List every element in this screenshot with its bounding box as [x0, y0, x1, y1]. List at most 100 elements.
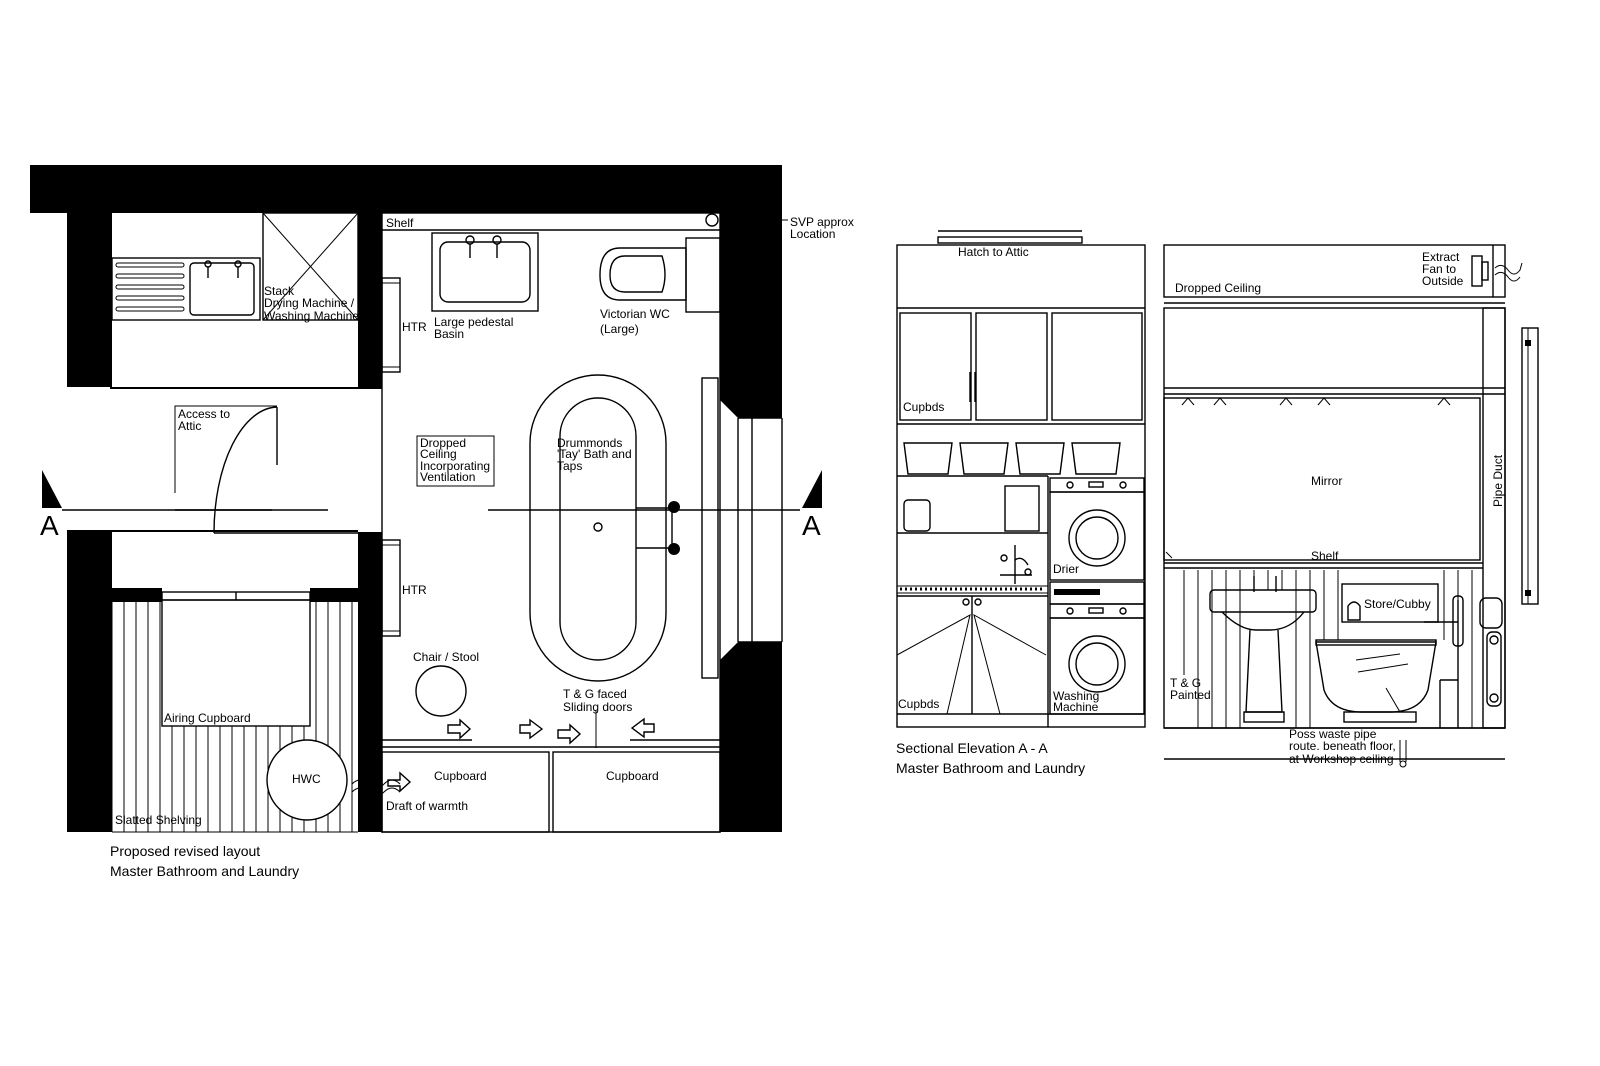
bath-plug: [593, 522, 603, 532]
warmth-wave-icon: [351, 779, 401, 789]
mirror-clip: [1165, 551, 1173, 559]
sliding-doors-label: T & G faced: [563, 687, 627, 701]
attic-hatch: [937, 236, 1083, 244]
elevation-caption: Sectional Elevation A - A: [896, 740, 1048, 756]
section-marker-right-icon: [802, 470, 822, 508]
basin-label: Basin: [434, 327, 464, 341]
cupboard-right: [552, 751, 721, 833]
extract-fan-icon: [1471, 255, 1483, 287]
stack-label: Drying Machine /: [264, 296, 355, 310]
airing-wall-left: [110, 588, 162, 602]
bath-panel: [701, 377, 719, 679]
mirror-label: Mirror: [1311, 474, 1342, 488]
cupboard-left: [381, 751, 550, 833]
washer-control-panel: [1049, 603, 1145, 619]
slatted-shelving-label: Slatted Shelving: [115, 813, 202, 827]
svp-label: Location: [790, 227, 835, 241]
box: [1004, 485, 1040, 532]
bathroom-wall: [1163, 307, 1506, 729]
store-cubby-label: Store/Cubby: [1364, 597, 1431, 611]
door-swing-arc: [213, 406, 278, 534]
machine-cross: [262, 212, 359, 321]
floor-plan: [30, 165, 822, 833]
waste-pipe-label: at Workshop ceiling: [1289, 752, 1394, 766]
basin-tap-icon: [492, 235, 502, 245]
washing-machine-label: Washing: [1053, 689, 1099, 703]
store-cubby: [1341, 583, 1439, 623]
washer-door: [1068, 635, 1126, 693]
downlight-icons: [1181, 397, 1451, 406]
airing-wall-right: [310, 588, 358, 602]
wall-cupboard: [899, 312, 972, 421]
dropped-ceiling-label: Ceiling: [420, 447, 457, 461]
window-reveal: [1521, 327, 1539, 605]
airing-cupboard-label: Airing Cupboard: [164, 711, 251, 725]
cupbds-label: Cupbds: [898, 697, 939, 711]
radiator-top: [1479, 597, 1503, 629]
elevation-labels: Hatch to Attic Dropped Ceiling Extract F…: [896, 245, 1505, 776]
extract-fan-label: Extract: [1422, 250, 1460, 264]
chair-label: Chair / Stool: [413, 650, 479, 664]
section-mark-left: A: [40, 510, 59, 541]
drier-control-panel: [1049, 477, 1145, 493]
warmth-arrow-icon: [387, 771, 412, 793]
bathroom-outline: [381, 212, 721, 833]
heater-label: HTR: [402, 320, 427, 334]
tg-label: T & G: [1170, 676, 1201, 690]
plan-labels: Shelf SVP approx Location Stack Drying M…: [40, 215, 854, 879]
bath-inner: [559, 397, 637, 661]
waste-pipe-label: route. beneath floor,: [1289, 739, 1396, 753]
cupbds-label: Cupbds: [903, 400, 944, 414]
wall-top: [30, 165, 782, 213]
wc-seat: [609, 255, 666, 293]
bottle-icon: [1347, 601, 1361, 621]
svp-label: SVP approx: [790, 215, 854, 229]
stack-label: Stack: [264, 284, 295, 298]
wall-right-upper: [720, 213, 782, 418]
tap-icon: [204, 260, 212, 268]
elevation-basin: [1209, 576, 1317, 723]
plan-caption: Master Bathroom and Laundry: [110, 863, 299, 879]
dropped-ceiling-box: [416, 435, 495, 487]
attic-access-label: Attic: [178, 419, 201, 433]
drainer-lines: [115, 262, 185, 312]
bath-outer: [529, 374, 667, 682]
door-swing-mark: [973, 613, 1047, 715]
hot-water-cylinder: [266, 739, 348, 821]
dropped-ceiling-label: Dropped: [420, 436, 466, 450]
bath-label: Taps: [557, 459, 582, 473]
elevation-bath: [1315, 639, 1437, 723]
tg-label: Painted: [1170, 688, 1211, 702]
sliding-doors-label: Sliding doors: [563, 700, 632, 714]
air-flow-icon: [1494, 271, 1521, 282]
storage-baskets: [903, 442, 1121, 475]
dropped-ceiling-label: Incorporating: [420, 459, 490, 473]
drier: [1049, 491, 1145, 581]
sliding-door-arrows: [447, 717, 655, 745]
bath-mixer-icon: [1424, 595, 1464, 728]
wall-partition-upper: [358, 213, 382, 389]
heater-top: [381, 277, 401, 373]
waste-pipe-label: Poss waste pipe: [1289, 727, 1377, 741]
cupboard-label: Cupboard: [606, 769, 659, 783]
wc-label: (Large): [600, 322, 639, 336]
wall-left-upper: [67, 213, 112, 387]
jar: [903, 499, 931, 532]
wc-label: Victorian WC: [600, 307, 670, 321]
extract-fan-label: Outside: [1422, 274, 1464, 288]
wall-right-lower: [720, 642, 782, 832]
section-marker-left-icon: [42, 470, 62, 508]
warmth-wave-icon: [351, 787, 401, 797]
elevation-caption: Master Bathroom and Laundry: [896, 760, 1085, 776]
wc-pan: [599, 247, 687, 301]
wall-corridor-top: [110, 387, 358, 389]
shelf-label: Shelf: [1311, 549, 1339, 563]
dropped-ceiling-label: Ventilation: [420, 470, 475, 484]
wall-corridor-bottom: [110, 530, 358, 532]
drier-label: Drier: [1053, 562, 1079, 576]
basin-tap-icon: [465, 235, 475, 245]
pedestal-basin: [431, 232, 539, 312]
laundry-wall: [896, 244, 1146, 728]
wall-base: [358, 815, 382, 832]
